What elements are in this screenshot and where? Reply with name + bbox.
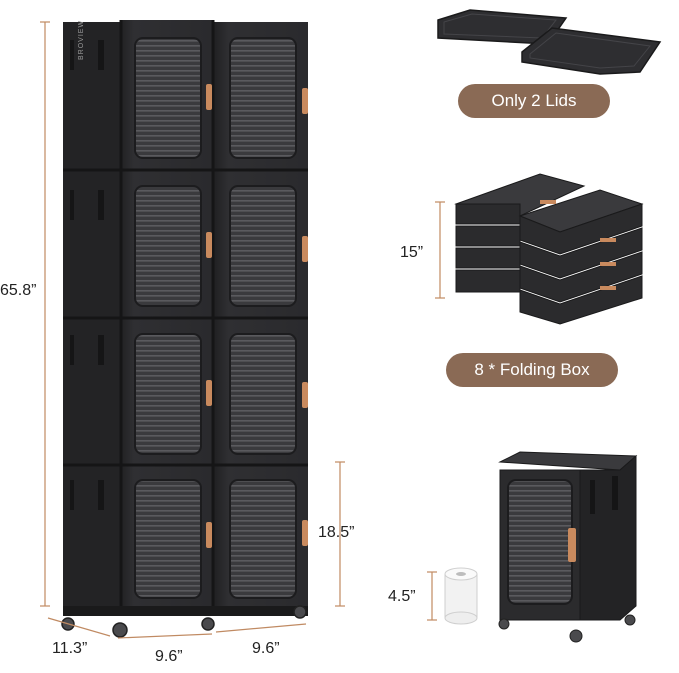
tier-separators [63,20,308,616]
depth-label: 11.3” [52,640,88,657]
folding-boxes [454,173,644,325]
lids-label: Only 2 Lids [458,84,610,118]
dimension-lines [40,21,445,639]
box-stack-height-label: 15” [400,244,424,261]
lids [437,9,662,75]
tall-cabinet [61,20,308,638]
cabinet-base [63,606,308,616]
tier-height-label: 18.5” [318,524,355,541]
cabinet-windows [134,37,297,599]
paper-roll [444,567,478,625]
brand-mark: BROVIEW [78,19,85,60]
width-left-label: 9.6” [155,648,183,665]
boxes-label: 8 * Folding Box [446,353,618,387]
cabinet-wheels [61,605,307,638]
width-right-label: 9.6” [252,640,280,657]
single-cabinet [498,451,638,643]
cabinet-handles [206,84,308,548]
roll-height-label: 4.5” [388,588,416,605]
side-notches [70,40,104,510]
total-height-label: 65.8” [0,282,37,299]
